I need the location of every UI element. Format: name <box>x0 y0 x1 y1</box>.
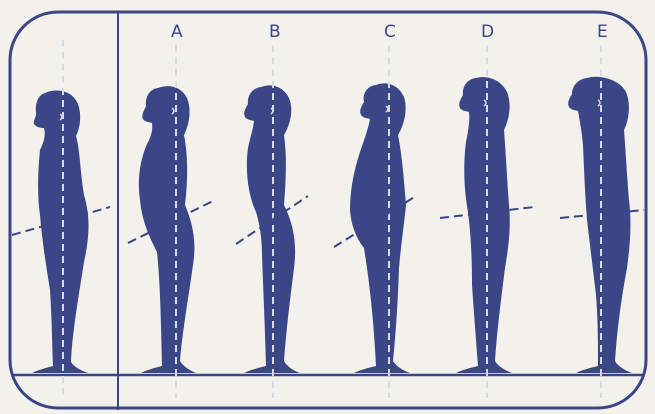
figure-label-a: A <box>171 22 183 42</box>
figure-label-b: B <box>269 22 281 42</box>
figure-label-e: E <box>597 22 608 42</box>
figure-reference <box>32 91 89 373</box>
silhouette-d <box>456 77 512 373</box>
silhouette-c <box>350 83 410 373</box>
silhouette-a <box>139 86 196 373</box>
figure-c <box>350 83 410 373</box>
figure-d <box>456 77 512 373</box>
figure-label-d: D <box>481 22 494 42</box>
figure-label-c: C <box>384 22 396 42</box>
silhouette-reference <box>32 91 89 373</box>
pelvic-lines <box>12 196 644 247</box>
diagram-frame <box>10 12 646 408</box>
figure-a <box>139 86 196 373</box>
head-marks <box>60 100 600 120</box>
